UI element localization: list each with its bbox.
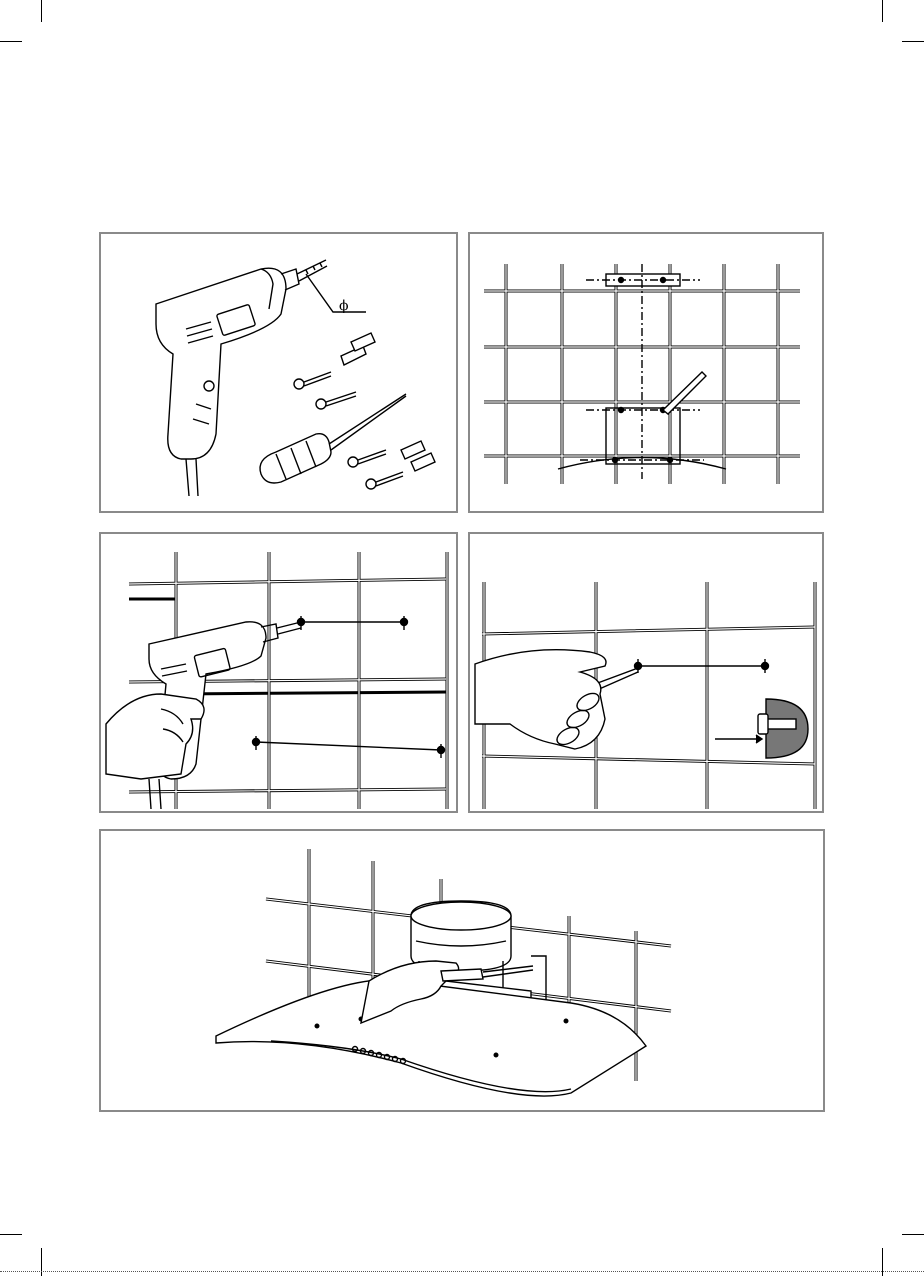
plug-insertion-illustration (470, 534, 822, 811)
panel-tools: ϕ (99, 232, 458, 513)
drilling-illustration (101, 534, 456, 811)
crop-mark-tl-v (41, 0, 42, 22)
hand-icon (475, 650, 606, 749)
panel-plug-insertion (468, 532, 824, 813)
screwdriver-icon (260, 394, 406, 483)
tools-illustration (101, 234, 456, 511)
diameter-symbol: ϕ (339, 298, 349, 314)
crop-mark-tr-v (882, 0, 883, 22)
panel-mounting (99, 829, 825, 1112)
bottom-trim-line (0, 1271, 924, 1272)
crop-mark-tr-h (902, 41, 924, 42)
crop-mark-tl-h (0, 41, 22, 42)
panel-drilling (99, 532, 458, 813)
wall-plug-icon (715, 699, 808, 758)
wall-plug-icon (341, 333, 435, 471)
crop-mark-bl-h (0, 1234, 22, 1235)
panel-marking-layout (468, 232, 824, 513)
screw-icon (294, 372, 403, 489)
marking-illustration (470, 234, 822, 511)
crop-mark-br-h (902, 1234, 924, 1235)
mounting-illustration (101, 831, 823, 1110)
